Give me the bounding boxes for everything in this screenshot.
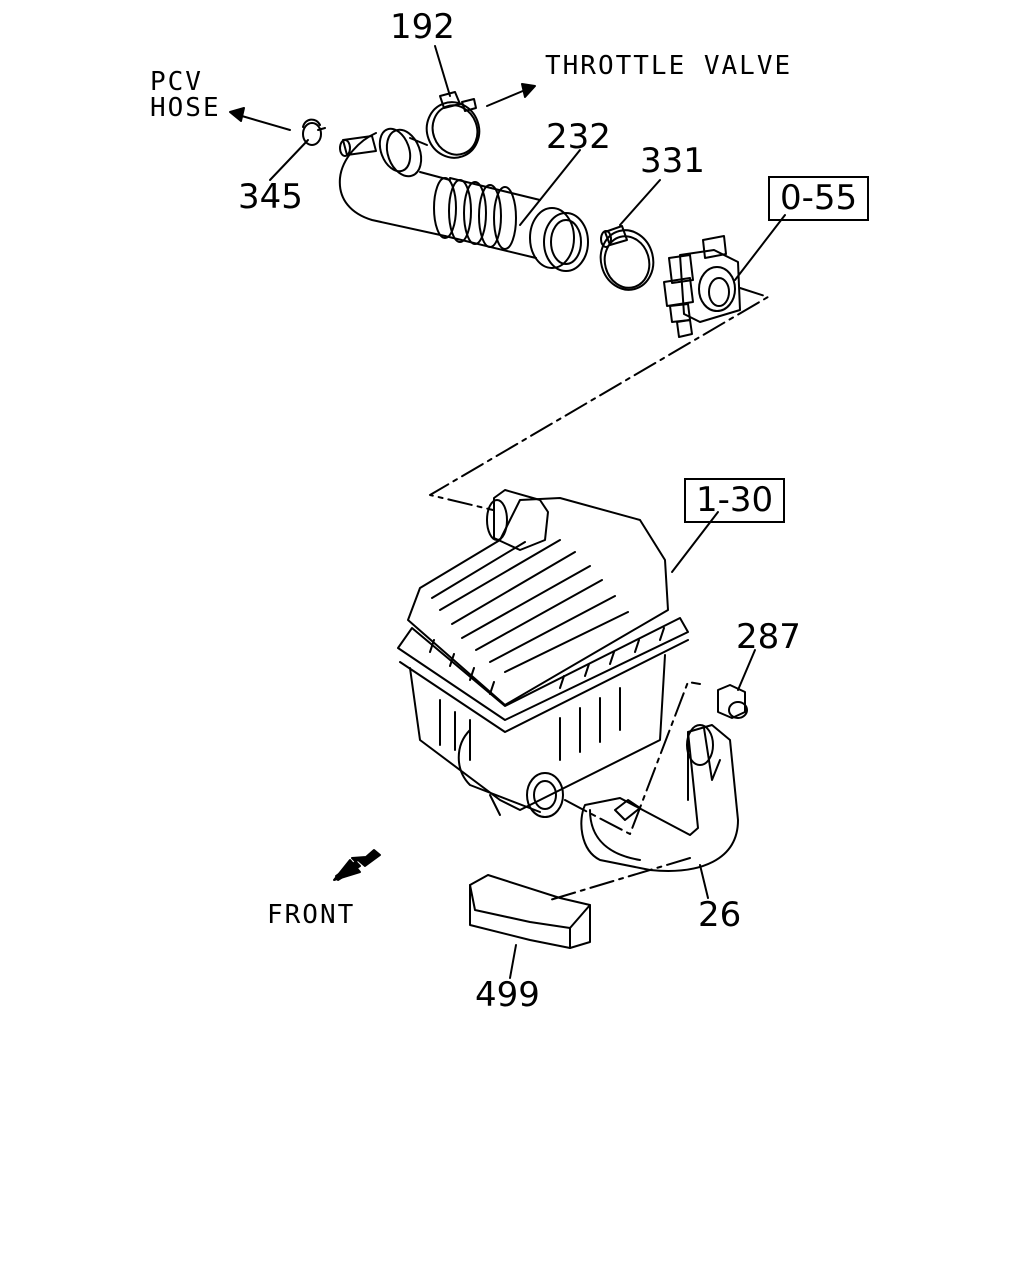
hose-clip-345 — [302, 118, 326, 146]
connection-line — [429, 287, 769, 511]
air-cleaner-assembly — [397, 489, 689, 818]
callout-345: 345 — [238, 177, 303, 217]
callout-287: 287 — [736, 617, 801, 657]
connection-line-499 — [549, 857, 691, 901]
hose-clamp-331 — [599, 225, 655, 291]
callout-26: 26 — [698, 895, 742, 935]
clip-287 — [717, 684, 748, 719]
hose-label: HOSE — [150, 93, 221, 123]
reference-box-1-30: 1-30 — [684, 478, 786, 523]
throttle-valve-label: THROTTLE VALVE — [545, 51, 793, 81]
front-label: FRONT — [267, 900, 356, 930]
duct-499 — [469, 874, 591, 949]
reference-box-0-55: 0-55 — [768, 176, 870, 221]
air-duct-26 — [580, 724, 739, 872]
callout-192: 192 — [390, 7, 455, 47]
hose-clamp-192 — [425, 91, 481, 159]
callout-499: 499 — [475, 975, 540, 1015]
connection-line-lower — [564, 681, 701, 835]
direction-arrows — [229, 83, 536, 881]
intake-duct-part — [338, 127, 589, 272]
pcv-arrow — [234, 113, 291, 131]
callout-331: 331 — [640, 141, 705, 181]
airflow-sensor — [663, 235, 741, 338]
pcv-label: PCV — [150, 67, 203, 97]
callout-232: 232 — [546, 117, 611, 157]
